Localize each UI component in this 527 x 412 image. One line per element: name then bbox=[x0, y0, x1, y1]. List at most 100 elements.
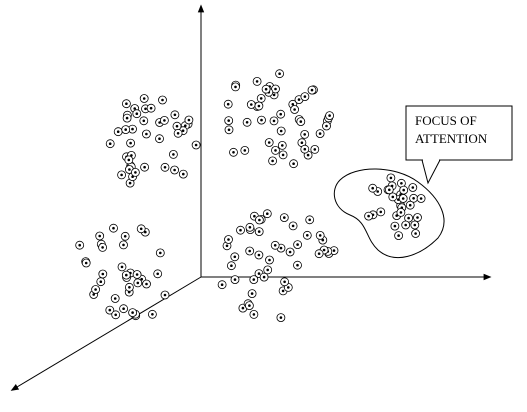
data-point-center bbox=[149, 106, 153, 110]
data-point-center bbox=[393, 224, 397, 228]
data-point-center bbox=[182, 172, 185, 176]
data-point-center bbox=[234, 85, 237, 89]
data-point-center bbox=[243, 149, 247, 152]
callout-line-1: FOCUS OF bbox=[415, 113, 477, 128]
data-point-center bbox=[122, 243, 125, 247]
data-point-center bbox=[266, 268, 270, 272]
data-point-center bbox=[233, 278, 237, 281]
data-point-center bbox=[116, 130, 120, 133]
focus-region-outline bbox=[333, 168, 445, 259]
data-point-center bbox=[159, 251, 162, 255]
data-point-center bbox=[173, 168, 176, 172]
data-point-center bbox=[407, 216, 410, 220]
data-point-center bbox=[144, 107, 147, 111]
data-point-center bbox=[151, 313, 154, 316]
data-point-center bbox=[194, 143, 198, 147]
data-point-center bbox=[227, 128, 231, 132]
data-point-center bbox=[129, 141, 132, 145]
cluster-upper-left bbox=[105, 94, 201, 188]
data-point-center bbox=[139, 227, 143, 231]
data-point-center bbox=[163, 119, 166, 122]
data-point-center bbox=[416, 216, 419, 219]
data-point-center bbox=[134, 171, 137, 174]
data-point-center bbox=[408, 203, 412, 207]
data-point-center bbox=[173, 113, 177, 117]
data-point-center bbox=[266, 212, 269, 215]
data-point-center bbox=[239, 228, 242, 232]
data-point-center bbox=[297, 98, 301, 101]
data-point-center bbox=[233, 255, 237, 259]
data-point-center bbox=[142, 97, 146, 100]
data-point-center bbox=[281, 289, 285, 293]
data-point-center bbox=[279, 246, 283, 250]
data-point-center bbox=[161, 98, 164, 102]
data-point-center bbox=[299, 120, 303, 123]
data-point-center bbox=[175, 124, 179, 128]
data-point-center bbox=[125, 273, 128, 277]
data-point-center bbox=[328, 114, 331, 117]
data-point-center bbox=[252, 278, 256, 281]
data-point-center bbox=[94, 288, 97, 291]
data-point-center bbox=[274, 87, 277, 91]
data-point-center bbox=[248, 249, 251, 253]
data-point-center bbox=[92, 293, 95, 296]
data-point-center bbox=[125, 116, 129, 120]
data-point-center bbox=[260, 118, 263, 122]
data-point-center bbox=[176, 132, 180, 135]
data-point-center bbox=[112, 226, 115, 230]
data-point-center bbox=[279, 316, 283, 319]
data-point-center bbox=[296, 243, 299, 246]
data-point-center bbox=[371, 186, 375, 190]
data-point-center bbox=[291, 103, 295, 106]
data-point-center bbox=[142, 119, 146, 123]
data-point-center bbox=[303, 95, 307, 98]
data-point-center bbox=[241, 306, 245, 310]
data-point-center bbox=[145, 132, 148, 136]
depth-axis bbox=[10, 276, 202, 391]
data-point-center bbox=[257, 230, 261, 233]
data-point-center bbox=[257, 272, 261, 275]
callout-line-2: ATTENTION bbox=[415, 131, 488, 146]
data-point-center bbox=[296, 263, 299, 267]
data-point-center bbox=[283, 216, 286, 219]
data-point-center bbox=[404, 223, 408, 227]
data-point-center bbox=[230, 264, 233, 268]
data-point-center bbox=[411, 186, 415, 189]
data-point-center bbox=[120, 265, 124, 269]
data-point-center bbox=[253, 214, 256, 218]
data-point-center bbox=[279, 112, 283, 116]
data-point-center bbox=[325, 124, 328, 128]
data-point-center bbox=[128, 168, 131, 171]
data-point-center bbox=[184, 124, 187, 127]
data-point-center bbox=[135, 112, 139, 115]
data-point-center bbox=[264, 87, 268, 91]
data-point-center bbox=[125, 102, 128, 105]
data-point-center bbox=[245, 121, 249, 124]
data-point-center bbox=[272, 119, 276, 123]
data-point-center bbox=[131, 127, 134, 131]
data-point-center bbox=[114, 313, 117, 317]
data-point-center bbox=[278, 72, 281, 75]
data-point-center bbox=[391, 195, 395, 199]
data-point-center bbox=[259, 97, 263, 100]
data-point-center bbox=[318, 132, 322, 135]
data-point-center bbox=[388, 188, 391, 192]
data-point-center bbox=[99, 280, 103, 284]
data-point-center bbox=[258, 218, 261, 222]
callout-box bbox=[405, 105, 513, 161]
data-point-center bbox=[250, 103, 253, 106]
data-point-center bbox=[308, 218, 312, 222]
data-point-center bbox=[101, 272, 105, 276]
data-point-center bbox=[131, 311, 134, 314]
data-point-center bbox=[172, 153, 175, 156]
data-point-center bbox=[400, 182, 403, 185]
data-point-center bbox=[306, 153, 310, 157]
data-point-center bbox=[303, 133, 307, 136]
data-point-center bbox=[128, 286, 131, 289]
data-point-center bbox=[267, 141, 271, 144]
data-point-center bbox=[163, 166, 167, 169]
data-point-center bbox=[389, 176, 393, 180]
data-point-center bbox=[84, 261, 88, 265]
data-point-center bbox=[318, 234, 322, 237]
